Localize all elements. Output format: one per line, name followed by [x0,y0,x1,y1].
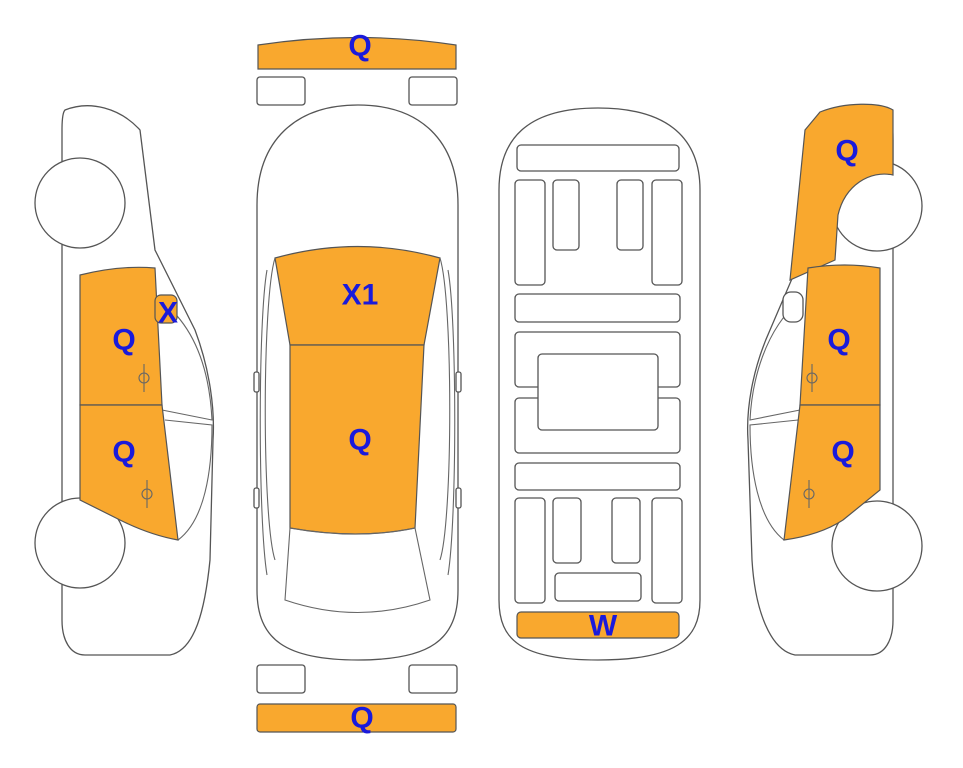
rear-undercarriage-label: W [589,610,618,643]
windshield-panel[interactable] [274,245,441,346]
left-rear-door-panel[interactable] [79,404,179,541]
left-front-door-panel[interactable] [79,266,163,406]
left-side-view: Q Q X [34,105,215,656]
left-front-door-label: Q [112,324,135,357]
right-front-door-label: Q [827,324,850,357]
top-view: Q X1 Q Q [253,30,462,735]
right-rear-door-panel[interactable] [783,404,881,541]
left-mirror-label: X [158,297,178,330]
rear-left-light [256,664,306,694]
rear-bumper-panel[interactable] [256,703,457,733]
right-front-door-panel[interactable] [799,264,881,406]
rear-undercarriage-panel[interactable] [516,611,680,639]
rear-bumper-label: Q [350,702,373,735]
underside-view: W [498,107,701,661]
windshield-label: X1 [342,279,379,312]
rear-window [284,527,431,613]
right-rear-quarter-label: Q [835,135,858,168]
left-rear-door-label: Q [112,436,135,469]
right-rear-door-label: Q [831,436,854,469]
roof-label: Q [348,424,371,457]
front-right-light [408,76,458,106]
front-bumper-label: Q [348,30,371,63]
left-mirror-panel[interactable] [154,294,178,324]
right-rear-wheel [831,500,923,592]
right-rear-quarter-panel[interactable] [789,103,894,281]
left-front-wheel [34,157,126,249]
rear-right-light [408,664,458,694]
front-bumper-panel[interactable] [257,36,457,70]
right-side-view: Q Q Q [747,103,923,656]
front-left-light [256,76,306,106]
